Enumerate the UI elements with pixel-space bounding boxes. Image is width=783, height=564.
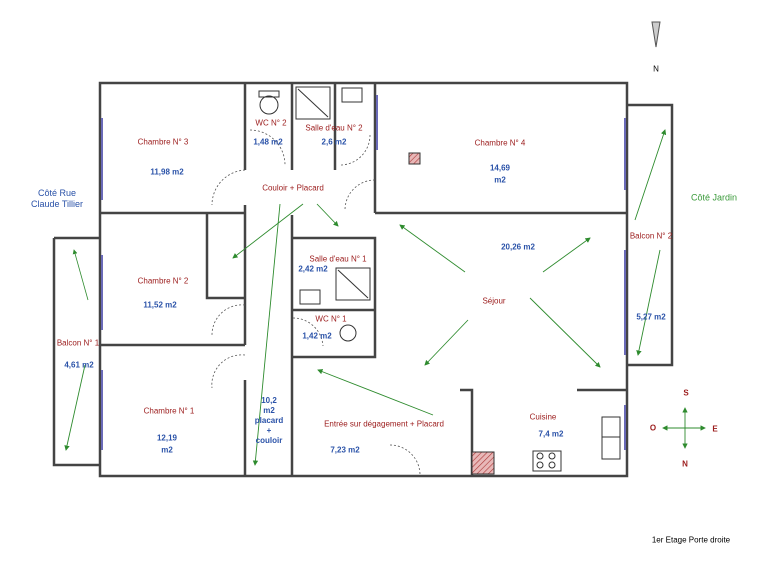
room-area: 20,26 m2 bbox=[501, 242, 535, 252]
compass-e: E bbox=[712, 424, 718, 434]
compass-o: O bbox=[649, 423, 657, 433]
sink-icon bbox=[341, 87, 363, 103]
room-label: Balcon N° 2 bbox=[629, 231, 673, 241]
room-label: Balcon N° 1 bbox=[56, 338, 100, 348]
radiator-icon bbox=[601, 416, 621, 438]
placard-note-line: m2 bbox=[263, 406, 275, 415]
windows bbox=[101, 95, 626, 450]
room-label: Salle d'eau N° 1 bbox=[309, 254, 367, 264]
compass-s: S bbox=[683, 388, 689, 398]
room-label: Couloir + Placard bbox=[262, 183, 324, 193]
room-area: m2 bbox=[161, 445, 173, 455]
walls bbox=[52, 81, 674, 478]
floor-caption: 1er Etage Porte droite bbox=[651, 535, 731, 545]
room-label: Chambre N° 3 bbox=[137, 137, 189, 147]
street-side-line: Côté Rue bbox=[37, 188, 77, 198]
room-label: Cuisine bbox=[529, 412, 557, 422]
doors bbox=[211, 129, 421, 476]
room-label: Salle d'eau N° 2 bbox=[305, 123, 363, 133]
chimney-icon bbox=[408, 152, 421, 165]
placard-note: 10,2 m2 placard + couloir bbox=[255, 396, 283, 446]
room-label: WC N° 2 bbox=[255, 118, 287, 128]
room-area: 11,98 m2 bbox=[150, 167, 184, 177]
room-area: 12,19 bbox=[156, 433, 178, 443]
sink-icon bbox=[299, 289, 321, 305]
room-label: Chambre N° 2 bbox=[137, 276, 189, 286]
shower-icon bbox=[335, 267, 371, 301]
room-label: Entrée sur dégagement + Placard bbox=[324, 419, 444, 429]
arrows bbox=[64, 129, 706, 466]
placard-note-line: placard bbox=[254, 416, 284, 425]
room-area: 7,23 m2 bbox=[330, 445, 360, 455]
room-area: 14,69 bbox=[489, 163, 511, 173]
compass-n: N bbox=[682, 459, 688, 469]
room-area: 4,61 m2 bbox=[64, 360, 94, 370]
room-label: Chambre N° 4 bbox=[474, 138, 526, 148]
garden-side-label: Côté Jardin bbox=[690, 192, 738, 203]
placard-note-line: couloir bbox=[255, 436, 283, 445]
fixtures bbox=[258, 86, 621, 472]
placard-note-line: 10,2 bbox=[261, 396, 277, 405]
north-arrow-icon bbox=[651, 21, 661, 48]
stove-icon bbox=[532, 450, 562, 472]
toilet-icon bbox=[259, 95, 279, 115]
kitchen-sink-icon bbox=[601, 436, 621, 460]
toilet-icon bbox=[339, 324, 357, 342]
shower-icon bbox=[295, 86, 331, 120]
street-side-line: Claude Tillier bbox=[30, 199, 84, 209]
room-area: 5,27 m2 bbox=[636, 312, 666, 322]
room-label: Séjour bbox=[482, 296, 506, 306]
room-area: m2 bbox=[494, 175, 506, 185]
north-label: N bbox=[653, 64, 659, 74]
room-area: 1,48 m2 bbox=[253, 137, 283, 147]
room-label: Chambre N° 1 bbox=[143, 406, 195, 416]
room-area: 7,4 m2 bbox=[538, 429, 564, 439]
room-area: 1,42 m2 bbox=[302, 331, 332, 341]
room-label: WC N° 1 bbox=[315, 314, 347, 324]
duct-icon bbox=[471, 451, 495, 475]
room-area: 2,6 m2 bbox=[321, 137, 347, 147]
street-side-label: Côté Rue Claude Tillier bbox=[31, 188, 83, 210]
room-area: 11,52 m2 bbox=[143, 300, 177, 310]
placard-note-line: + bbox=[266, 426, 272, 435]
room-area: 2,42 m2 bbox=[298, 264, 328, 274]
